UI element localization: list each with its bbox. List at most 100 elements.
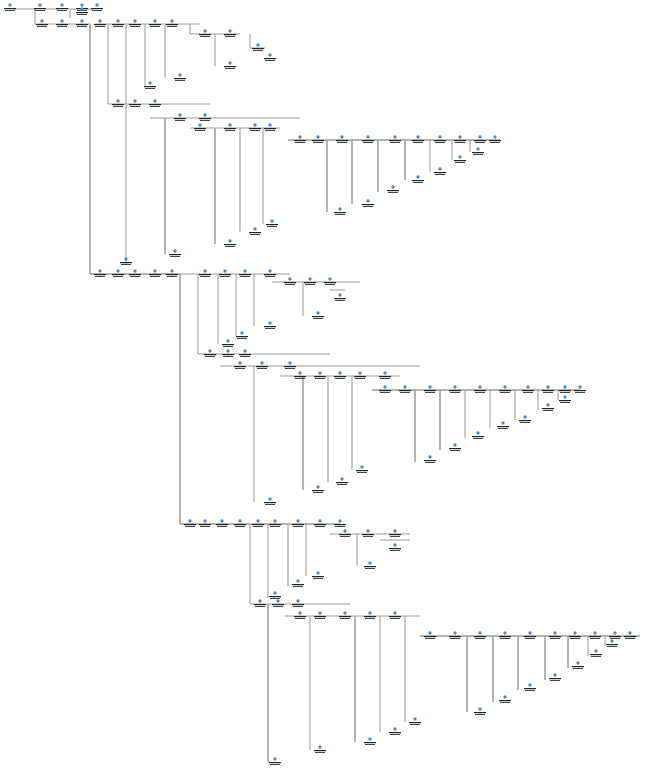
node-label-mark: [285, 368, 295, 369]
node-icon: [124, 257, 128, 261]
tree-node: [324, 277, 336, 285]
node-label-mark: [130, 106, 140, 107]
node-label-mark: [113, 276, 123, 277]
node-icon: [148, 81, 152, 85]
node-icon: [316, 135, 320, 139]
tree-node: [149, 99, 161, 107]
node-label-mark: [454, 160, 466, 162]
node-icon: [60, 19, 64, 23]
tree-node: [389, 727, 401, 735]
node-label-mark: [253, 50, 263, 51]
node-label-mark: [475, 392, 485, 393]
node-label-mark: [559, 400, 571, 402]
node-label-mark: [473, 154, 483, 155]
node-label-mark: [113, 26, 123, 27]
tree-node: [559, 395, 571, 403]
node-label-mark: [335, 378, 345, 379]
node-icon: [40, 19, 44, 23]
node-label-mark: [380, 392, 390, 393]
node-label-mark: [363, 206, 373, 207]
node-label-mark: [91, 8, 103, 10]
node-label-mark: [315, 526, 325, 527]
tree-node: [166, 19, 178, 27]
node-label-mark: [265, 60, 275, 61]
node-label-mark: [236, 336, 248, 338]
node-label-mark: [449, 636, 461, 638]
node-icon: [403, 385, 407, 389]
tree-node: [572, 661, 584, 669]
node-label-mark: [314, 376, 326, 378]
node-label-mark: [234, 366, 246, 368]
node-icon: [503, 385, 507, 389]
tree-node: [590, 649, 602, 657]
node-label-mark: [264, 128, 276, 130]
node-label-mark: [257, 368, 267, 369]
node-icon: [316, 311, 320, 315]
node-label-mark: [339, 616, 351, 618]
node-icon: [80, 3, 84, 7]
node-icon: [343, 529, 347, 533]
node-label-mark: [94, 274, 106, 276]
node-icon: [80, 19, 84, 23]
tree-node: [364, 737, 376, 745]
tree-node: [499, 631, 511, 639]
node-label-mark: [400, 392, 410, 393]
node-label-mark: [293, 606, 303, 607]
node-label-mark: [129, 274, 141, 276]
node-icon: [546, 385, 550, 389]
tree-node: [424, 631, 436, 639]
node-icon: [360, 465, 364, 469]
node-label-mark: [240, 276, 250, 277]
tree-node: [362, 529, 374, 537]
tree-node: [129, 99, 141, 107]
tree-node: [609, 631, 621, 639]
tree-node: [569, 631, 581, 639]
tree-node: [304, 277, 316, 285]
tree-node: [362, 199, 374, 207]
node-label-mark: [200, 120, 210, 121]
node-icon: [593, 631, 597, 635]
node-icon: [458, 155, 462, 159]
tree-node: [144, 81, 156, 89]
node-icon: [296, 579, 300, 583]
node-icon: [316, 485, 320, 489]
tree-node: [389, 529, 401, 537]
node-label-mark: [194, 128, 206, 130]
node-icon: [428, 631, 432, 635]
node-label-mark: [450, 638, 460, 639]
node-icon: [8, 3, 12, 7]
node-label-mark: [77, 26, 87, 27]
tree-node: [224, 29, 236, 37]
node-label-mark: [336, 482, 348, 484]
node-label-mark: [500, 392, 510, 393]
node-label-mark: [265, 276, 275, 277]
tree-node: [314, 611, 326, 619]
node-icon: [458, 135, 462, 139]
node-icon: [393, 135, 397, 139]
node-icon: [276, 599, 280, 603]
tree-node: [336, 135, 348, 143]
node-label-mark: [270, 764, 280, 765]
node-label-mark: [219, 274, 231, 276]
node-label-mark: [500, 638, 510, 639]
node-label-mark: [412, 180, 424, 182]
node-label-mark: [200, 526, 210, 527]
node-label-mark: [305, 284, 315, 285]
node-icon: [546, 403, 550, 407]
node-icon: [116, 19, 120, 23]
node-label-mark: [224, 244, 236, 246]
node-icon: [273, 519, 277, 523]
node-label-mark: [315, 618, 325, 619]
tree-node: [334, 207, 346, 215]
node-label-mark: [425, 462, 435, 463]
node-label-mark: [295, 142, 305, 143]
node-label-mark: [313, 318, 323, 319]
node-icon: [478, 707, 482, 711]
node-icon: [391, 185, 395, 189]
tree-node: [334, 293, 346, 301]
node-icon: [270, 219, 274, 223]
node-label-mark: [292, 524, 304, 526]
node-label-mark: [364, 616, 376, 618]
node-label-mark: [435, 174, 445, 175]
tree-node: [236, 331, 248, 339]
